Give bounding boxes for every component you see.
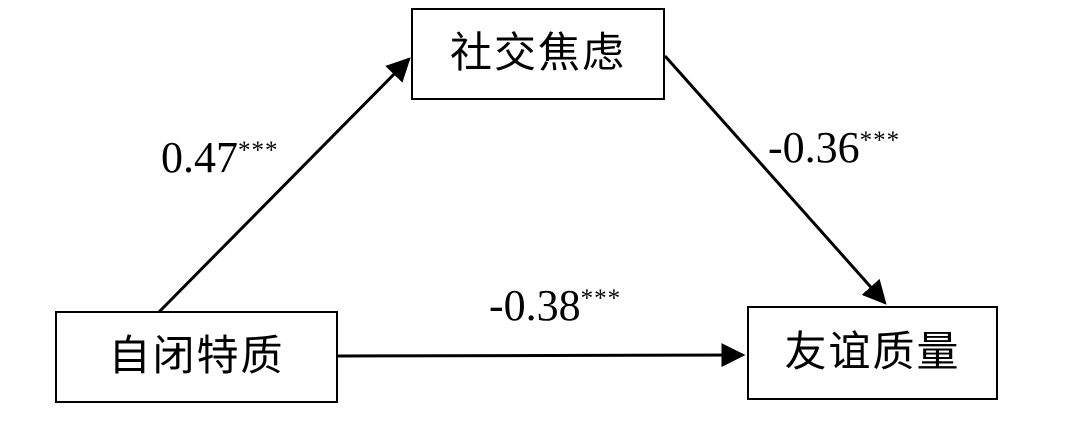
node-mediator-label: 社交焦虑 (449, 31, 626, 77)
path-coefficient-predictor-to-mediator: 0.47*** (161, 136, 279, 180)
arrow-mediator-to-outcome (663, 55, 887, 305)
path-coefficient-predictor-to-outcome: -0.38*** (489, 284, 621, 328)
path-coefficient-mediator-to-outcome: -0.36*** (768, 126, 900, 170)
significance-stars: *** (238, 137, 279, 164)
significance-stars: *** (859, 127, 901, 154)
significance-stars: *** (580, 285, 622, 312)
coefficient-value: 0.47 (161, 133, 238, 182)
node-predictor: 自闭特质 (55, 311, 338, 403)
coefficient-value: -0.38 (489, 281, 581, 330)
arrow-predictor-to-mediator (156, 57, 411, 315)
node-outcome-label: 友谊质量 (784, 330, 961, 376)
node-mediator: 社交焦虑 (411, 8, 665, 100)
node-predictor-label: 自闭特质 (108, 334, 285, 380)
node-outcome: 友谊质量 (747, 306, 998, 400)
coefficient-value: -0.36 (768, 123, 860, 172)
arrow-predictor-to-outcome (337, 343, 746, 368)
